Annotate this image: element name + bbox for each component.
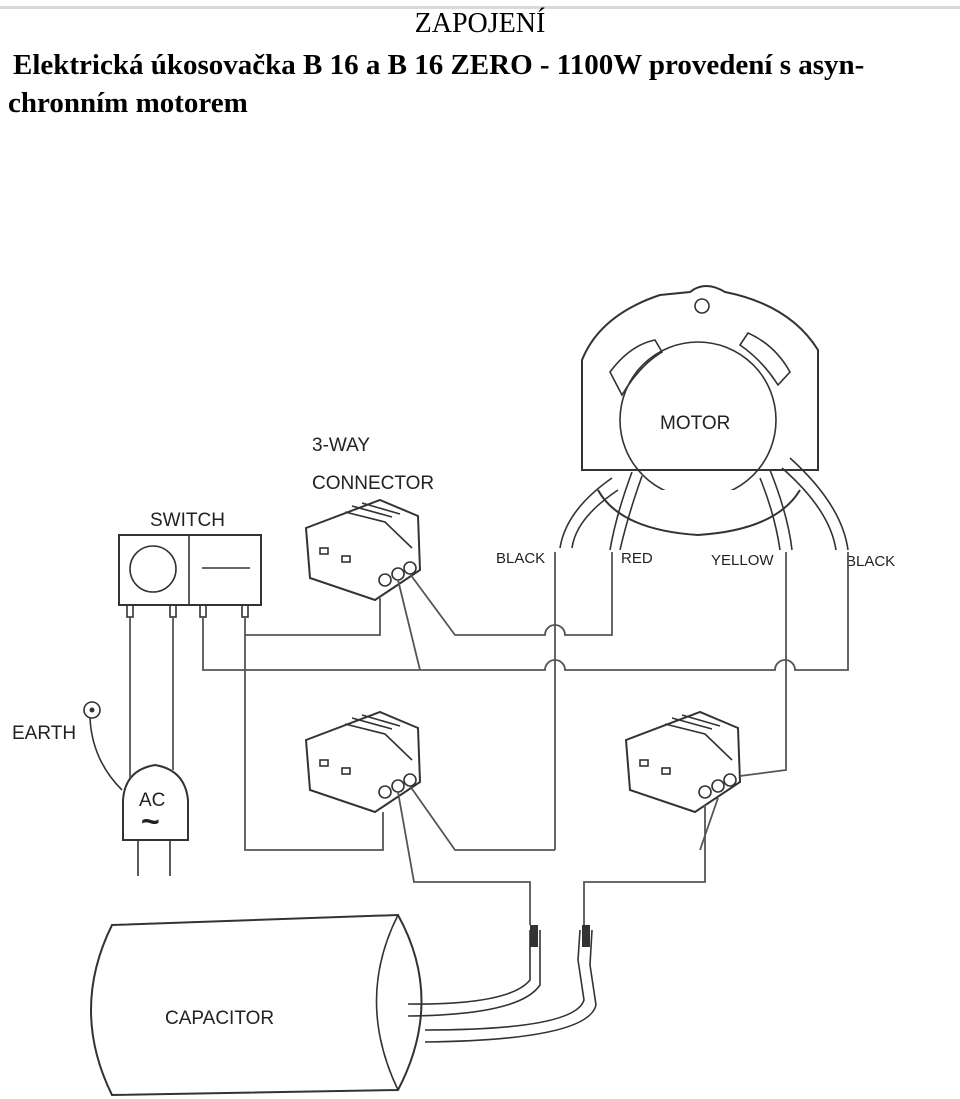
wiring — [129, 552, 849, 925]
wire-label-yellow: YELLOW — [711, 552, 774, 569]
connector-label-line-2: CONNECTOR — [312, 473, 434, 494]
earth-terminal — [83, 701, 123, 791]
wire-label-black-left: BLACK — [496, 550, 545, 567]
motor-leads — [559, 457, 849, 551]
ac-plug: AC ~ — [122, 763, 189, 876]
motor-label: MOTOR — [660, 413, 730, 434]
ac-symbol: ~ — [141, 803, 160, 839]
header-rule — [0, 6, 960, 9]
switch — [118, 534, 262, 618]
ac-label: AC — [139, 790, 165, 811]
three-way-connector-bottom-left — [304, 710, 422, 814]
page-title-line-2: chronním motorem — [8, 87, 248, 119]
page-heading: ZAPOJENÍ — [414, 8, 546, 39]
earth-label: EARTH — [12, 723, 76, 744]
capacitor: CAPACITOR — [90, 913, 597, 1097]
switch-label: SWITCH — [150, 510, 225, 531]
page-title: Elektrická úkosovačka B 16 a B 16 ZERO -… — [8, 46, 948, 122]
three-way-connector-bottom-right — [624, 710, 742, 814]
capacitor-label: CAPACITOR — [165, 1008, 274, 1029]
wire-label-black-right: BLACK — [846, 553, 895, 570]
wire-label-red: RED — [621, 550, 653, 567]
connector-label-line-1: 3-WAY — [312, 435, 370, 456]
page-title-line-1: Elektrická úkosovačka B 16 a B 16 ZERO -… — [13, 49, 865, 81]
motor: MOTOR — [581, 285, 819, 537]
three-way-connector-top — [304, 498, 422, 602]
